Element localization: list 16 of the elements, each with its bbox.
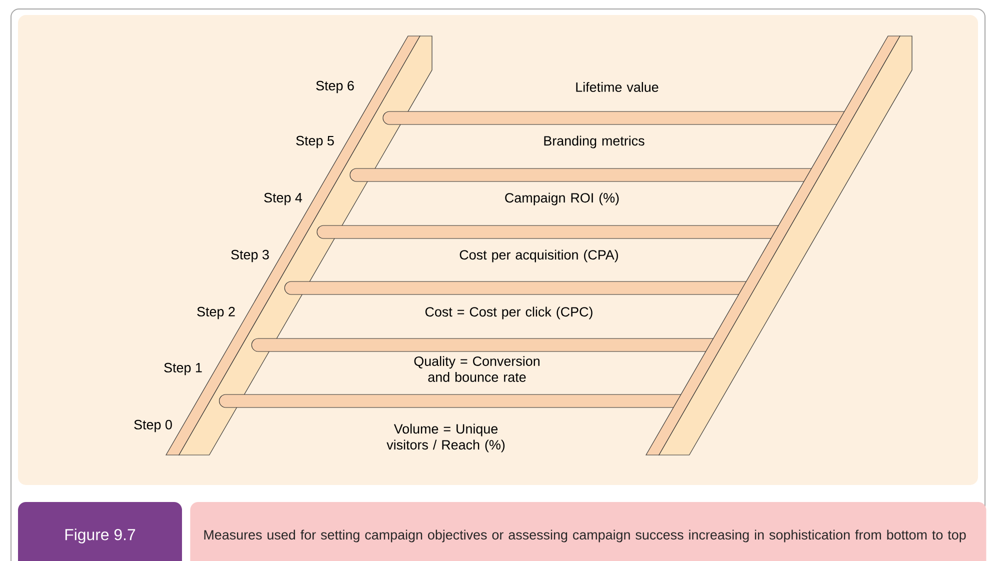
rung-label: Quality = Conversion and bounce rate: [414, 356, 540, 382]
step-label: Step 0: [134, 420, 172, 432]
caption-box: Measures used for setting campaign objectives or assessing campaign success increasing in sophistication from bottom to top: [190, 502, 986, 561]
figure-number-badge: Figure 9.7: [18, 502, 182, 561]
step-label: Step 5: [296, 136, 334, 148]
rung-label: Campaign ROI (%): [505, 192, 619, 206]
rung-label: Lifetime value: [576, 82, 658, 92]
rung-label: Branding metrics: [544, 136, 644, 148]
rung-label: Cost = Cost per click (CPC): [425, 306, 592, 320]
step-label: Step 3: [231, 250, 269, 262]
step-label: Step 1: [164, 362, 202, 376]
step-label: Step 2: [197, 306, 235, 320]
rung-label: Cost per acquisition (CPA): [460, 250, 618, 262]
step-label: Step 4: [264, 192, 302, 206]
rung-label: Volume = Unique visitors / Reach (%): [386, 424, 505, 452]
step-label: Step 6: [316, 80, 354, 94]
